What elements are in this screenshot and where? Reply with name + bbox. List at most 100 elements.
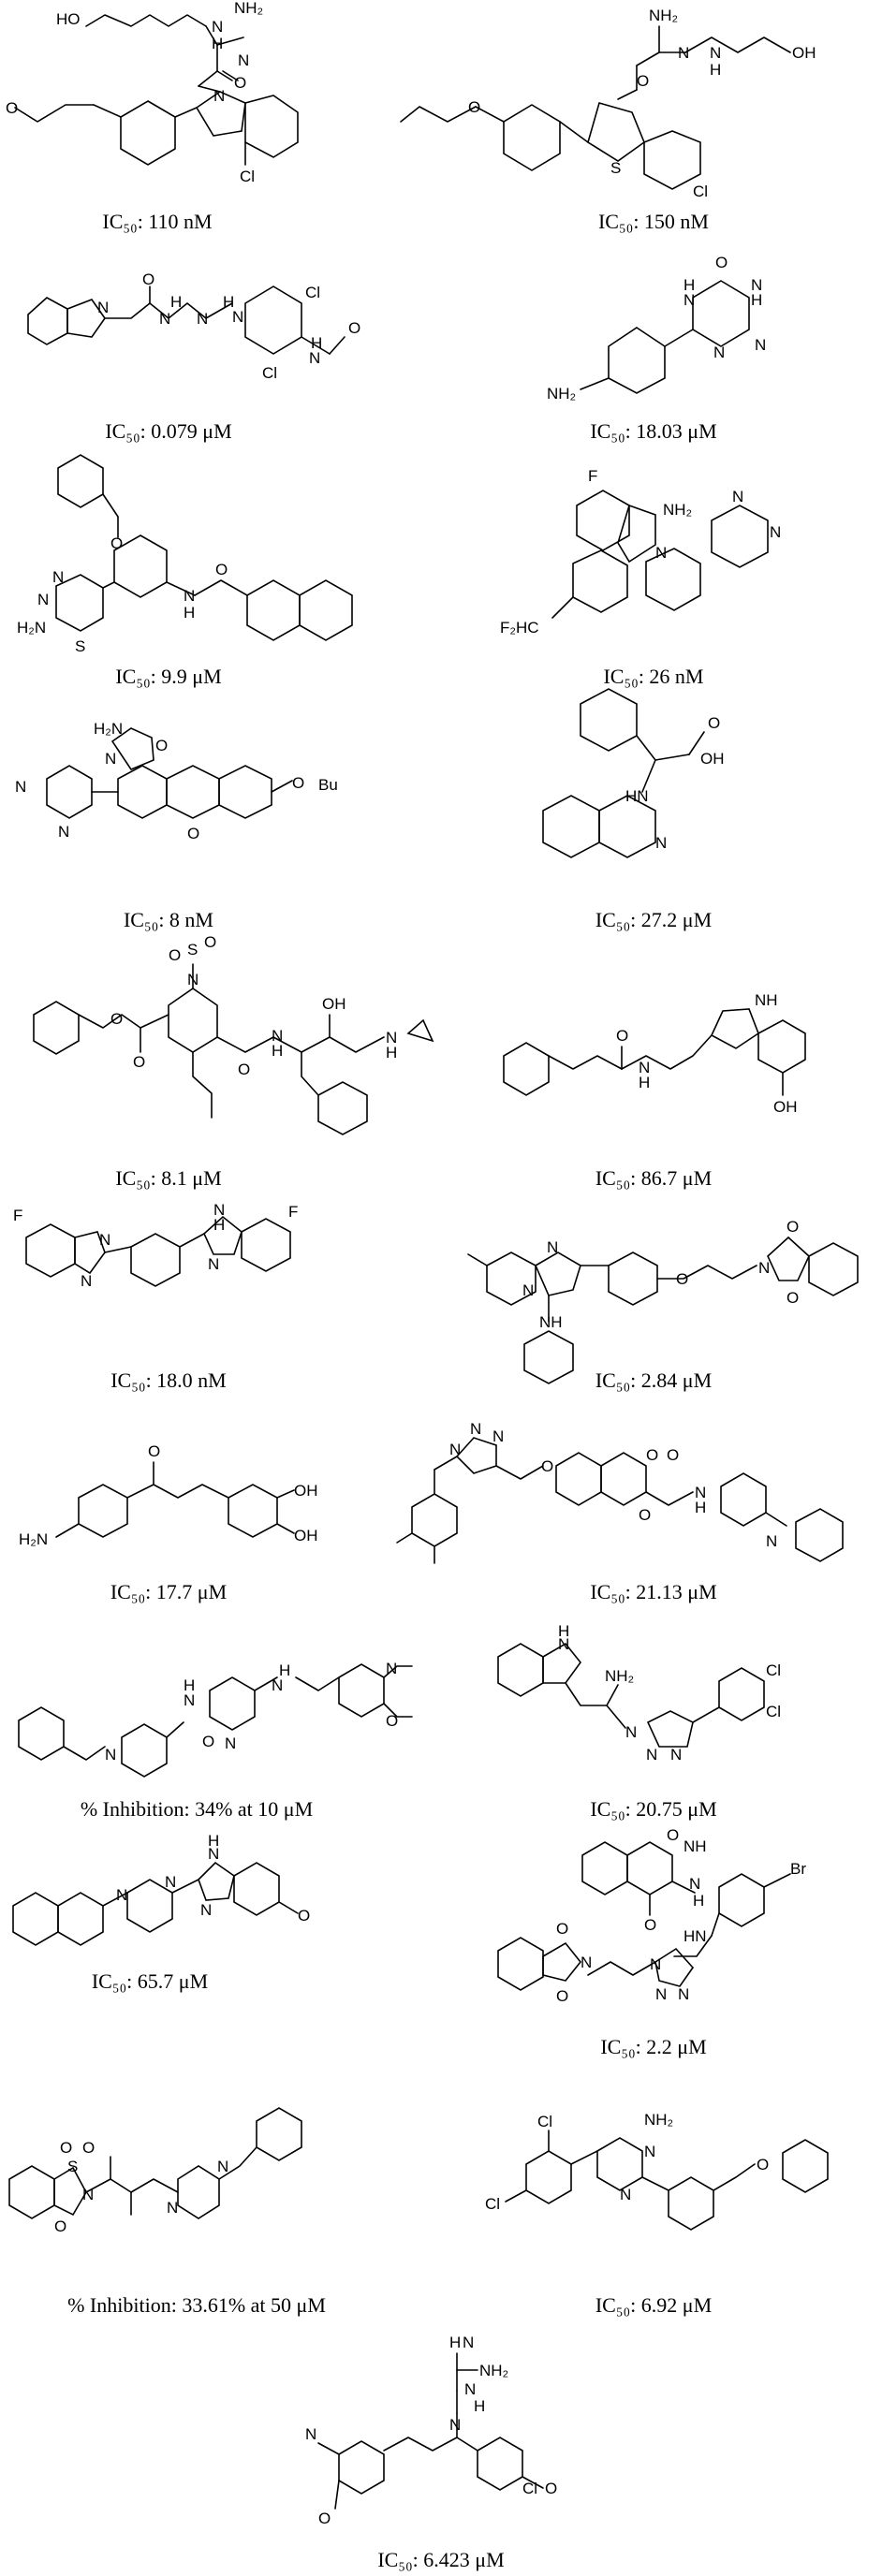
c19-label-6: N: [217, 2158, 228, 2175]
c5-label-4: S: [75, 637, 85, 655]
c14-label-3: O: [541, 1457, 553, 1475]
c10-label-2: H: [639, 1074, 650, 1091]
c2-label-2: N: [710, 44, 721, 62]
c17-label-3: N: [165, 1873, 176, 1891]
c21-label-4: H: [474, 2397, 485, 2415]
c20-label-5: O: [757, 2156, 769, 2174]
c2-label-5: O: [637, 72, 649, 90]
c11-label-6: F: [288, 1203, 298, 1221]
c9-label-7: N: [272, 1027, 283, 1045]
compound-13-structure: [55, 1461, 295, 1538]
c8-label-2: HN: [625, 787, 649, 805]
c10-label-4: OH: [773, 1098, 798, 1116]
c16-label-1: N: [558, 1635, 569, 1653]
c7-label-0: H₂N: [94, 720, 123, 738]
c9-label-6: O: [238, 1061, 250, 1078]
c9-label-9: OH: [322, 995, 346, 1013]
c2-label-7: S: [610, 159, 621, 177]
c20-label-2: N: [644, 2143, 655, 2160]
c21-label-7: O: [318, 2510, 331, 2527]
c18-label-4: H: [693, 1892, 704, 1910]
c14-label-7: N: [695, 1484, 706, 1501]
c8-label-3: N: [655, 834, 667, 852]
c19-label-1: S: [67, 2158, 78, 2175]
c3-label-11: O: [348, 319, 360, 337]
c10-label-0: O: [616, 1027, 628, 1045]
c3-label-9: H: [311, 334, 322, 352]
c18-label-6: HN: [684, 1927, 707, 1945]
compound-18-caption: IC₅₀: 2.2 μM: [600, 2035, 706, 2058]
c13-label-0: O: [148, 1442, 160, 1460]
c15-label-0: N: [184, 1691, 195, 1709]
c18-label-5: Br: [790, 1860, 806, 1878]
c15-label-8: O: [202, 1733, 214, 1750]
compound-15-caption: % Inhibition: 34% at 10 μM: [81, 1797, 313, 1821]
c6-label-5: F₂HC: [500, 619, 539, 637]
c13-label-3: H₂N: [19, 1530, 48, 1548]
c14-label-1: N: [492, 1427, 504, 1445]
c16-label-0: H: [558, 1622, 569, 1640]
c7-label-4: N: [58, 823, 69, 841]
c5-label-6: N: [184, 587, 195, 605]
compound-14-caption: IC₅₀: 21.13 μM: [590, 1580, 716, 1603]
c12-label-2: NH: [539, 1313, 563, 1331]
c2-label-6: O: [468, 98, 480, 116]
c13-label-1: OH: [294, 1482, 318, 1500]
c9-label-10: N: [386, 1029, 397, 1046]
c2-label-8: Cl: [693, 183, 708, 200]
c6-label-3: N: [732, 488, 743, 505]
compound-8-caption: IC₅₀: 27.2 μM: [595, 908, 712, 931]
c6-label-4: N: [770, 523, 781, 541]
c8-label-1: OH: [700, 750, 725, 768]
compound-2-caption: IC₅₀: 150 nM: [598, 210, 709, 233]
c18-label-1: NH: [684, 1837, 707, 1855]
c18-label-8: N: [581, 1954, 592, 1971]
compound-21-structure: [317, 2352, 544, 2510]
c21-label-1: N: [463, 2334, 474, 2351]
compound-14-structure: [396, 1437, 844, 1564]
c15-label-6: N: [386, 1660, 397, 1677]
c1-label-2: N: [212, 18, 223, 36]
c7-label-1: O: [155, 737, 168, 754]
c20-label-0: Cl: [537, 2113, 552, 2130]
c18-label-9: O: [556, 1987, 568, 2005]
c1-label-3: H: [212, 35, 223, 52]
c18-label-0: O: [667, 1826, 679, 1844]
c7-label-5: O: [187, 825, 199, 842]
c21-label-3: N: [464, 2380, 476, 2398]
c11-label-3: H: [213, 1216, 225, 1234]
compound-8-structure: [542, 688, 705, 858]
c4-label-5: N: [713, 344, 725, 361]
compound-15-structure: [18, 1663, 413, 1778]
compound-11-structure: [25, 1215, 291, 1287]
compound-11-caption: IC₅₀: 18.0 nM: [110, 1368, 227, 1392]
c16-label-2: NH₂: [605, 1667, 634, 1685]
c1-label-5: O: [234, 74, 246, 92]
c9-label-8: H: [272, 1042, 283, 1060]
c18-label-2: O: [644, 1916, 656, 1934]
c16-label-5: N: [670, 1746, 682, 1764]
c9-label-11: H: [386, 1044, 397, 1061]
c6-label-0: F: [588, 467, 597, 485]
c20-label-1: NH₂: [644, 2111, 673, 2129]
c10-label-1: N: [639, 1059, 650, 1076]
c3-label-6: N: [232, 308, 243, 326]
compound-16-structure: [497, 1642, 765, 1748]
c8-label-0: O: [708, 714, 720, 732]
c7-label-2: N: [105, 750, 116, 768]
compound-12-structure: [467, 1236, 859, 1384]
c4-label-7: NH₂: [547, 385, 576, 402]
c4-label-6: N: [755, 336, 766, 354]
c9-label-0: O: [169, 946, 181, 964]
compound-13-caption: IC₅₀: 17.7 μM: [110, 1580, 227, 1603]
c1-label-8: Cl: [240, 168, 255, 185]
c18-label-11: N: [655, 1985, 667, 2003]
c15-label-1: H: [184, 1676, 195, 1694]
c11-label-5: N: [208, 1255, 219, 1273]
c21-label-5: N: [449, 2416, 461, 2434]
c4-label-0: O: [715, 254, 728, 271]
c5-label-0: O: [110, 534, 123, 552]
c11-label-4: N: [81, 1272, 92, 1290]
c21-label-2: NH₂: [479, 2362, 508, 2379]
c19-label-3: N: [82, 2186, 94, 2203]
